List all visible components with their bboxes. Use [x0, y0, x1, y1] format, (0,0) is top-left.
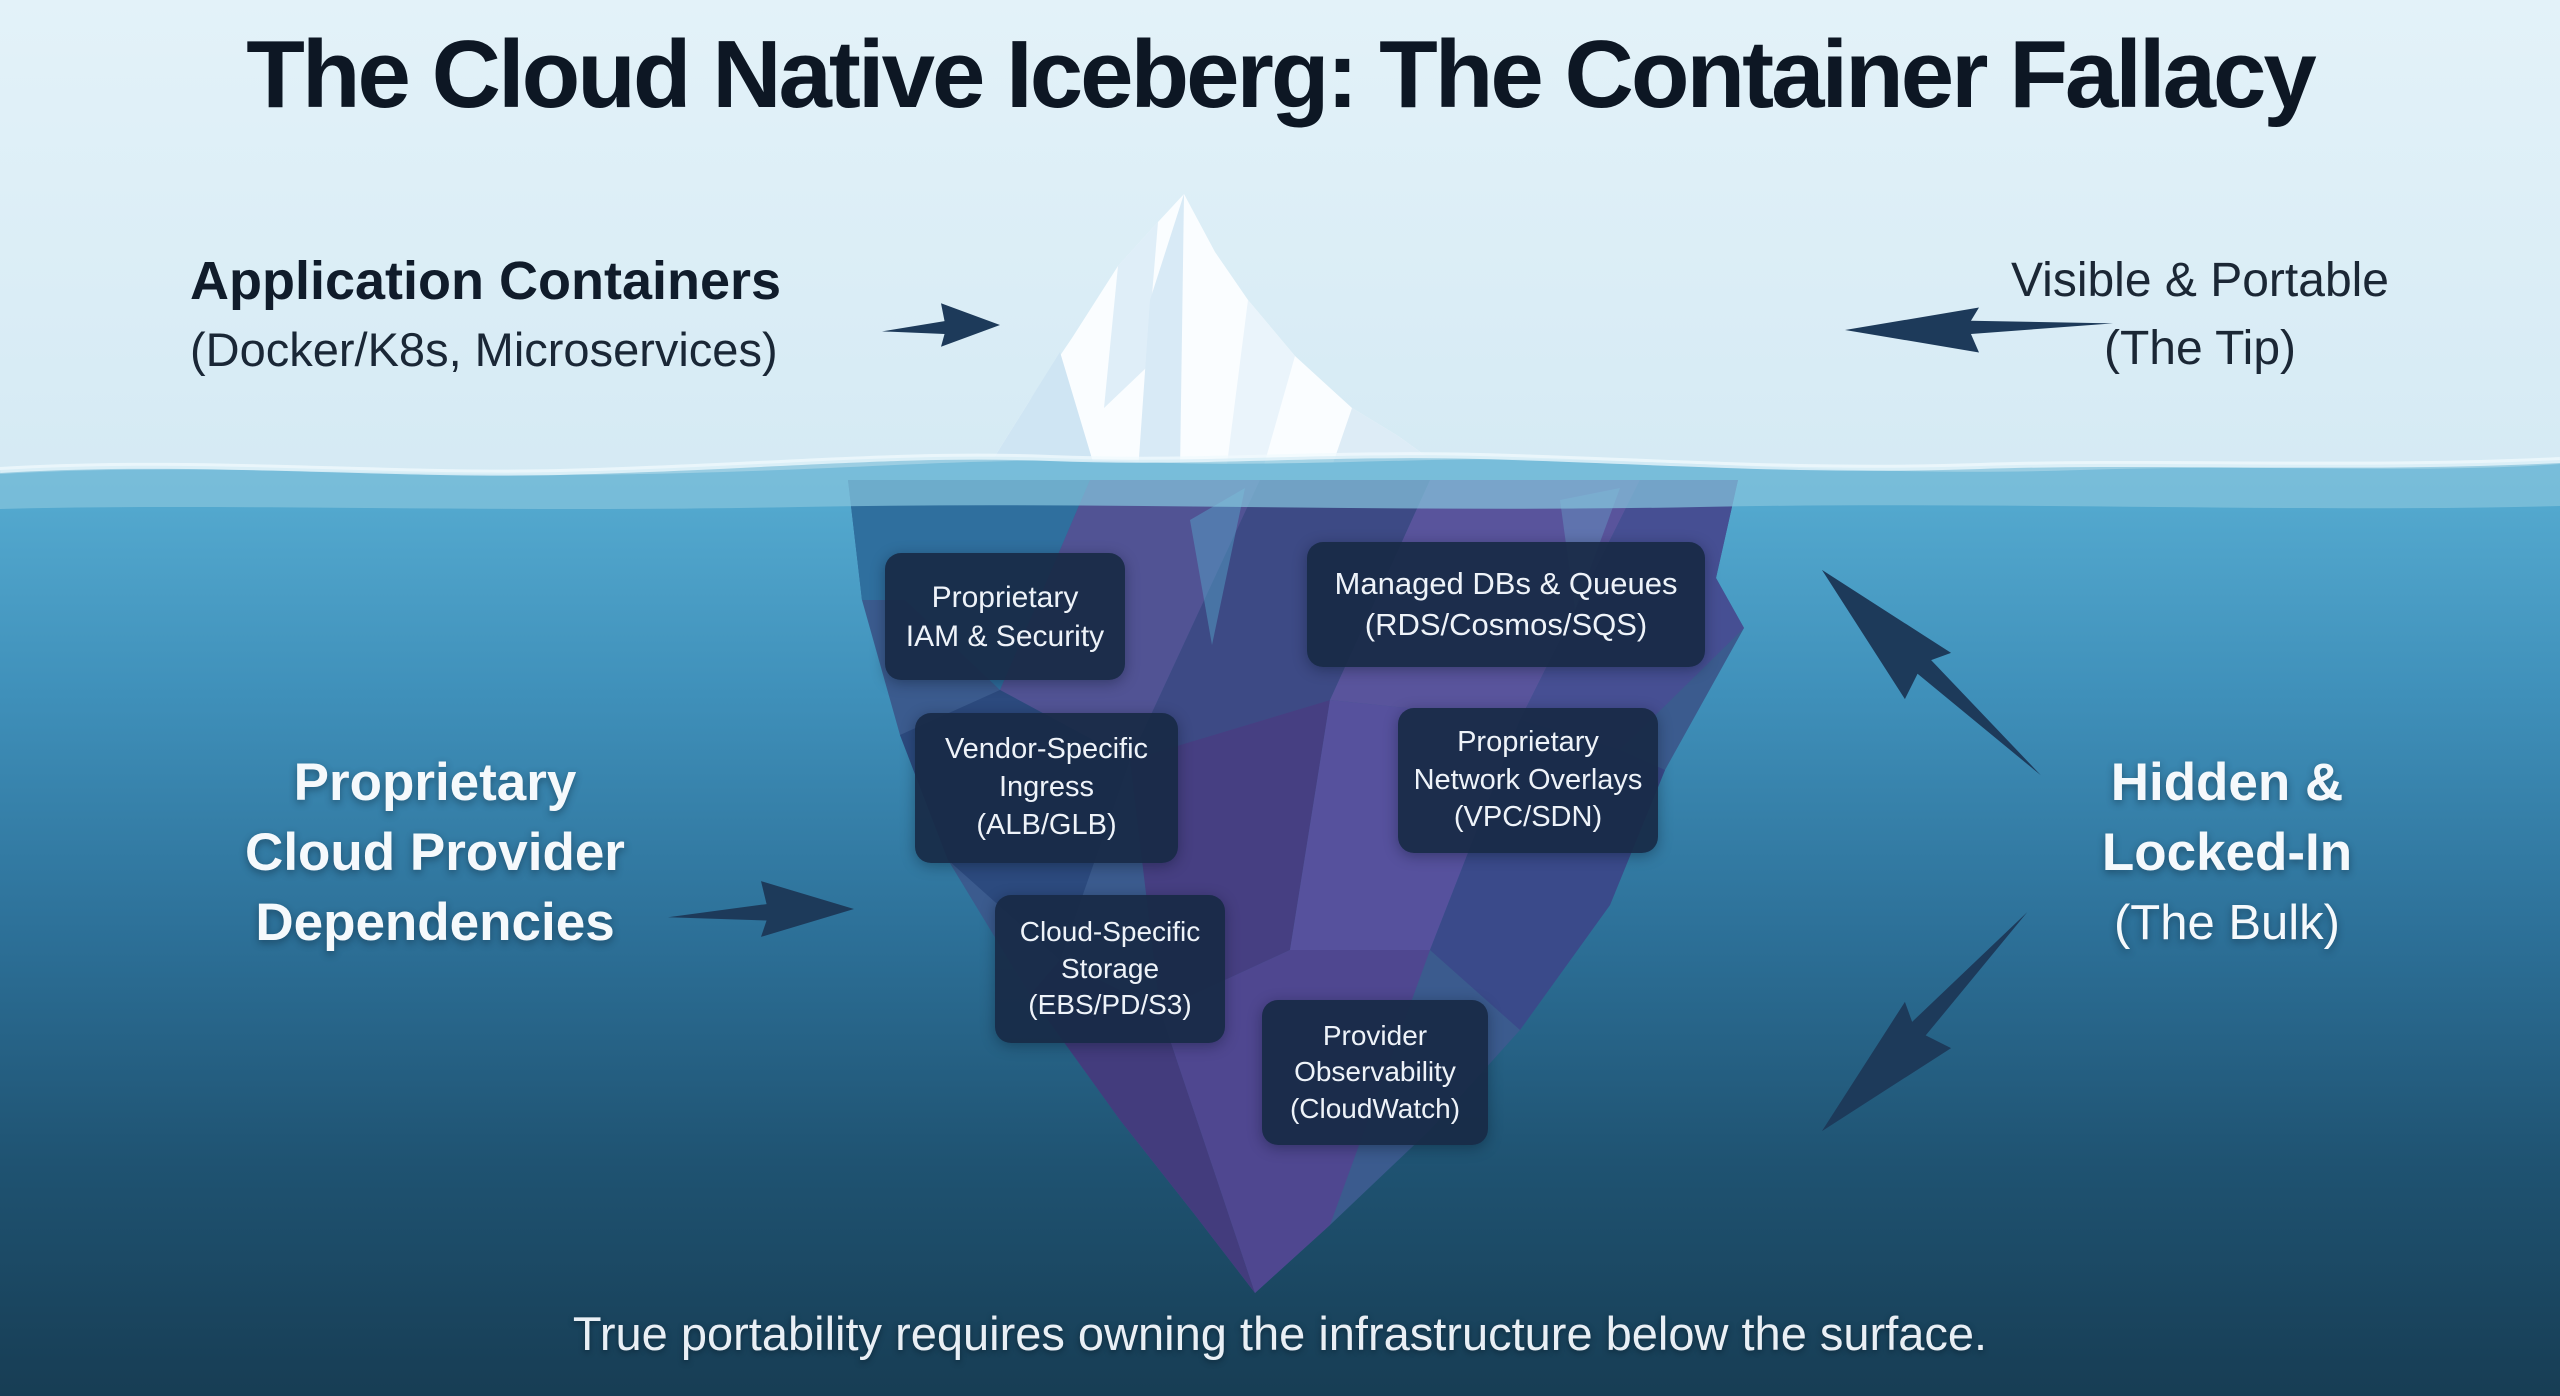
box-proprietary-iam-security: Proprietary IAM & Security [885, 553, 1125, 680]
box-proprietary-network-overlays: Proprietary Network Overlays (VPC/SDN) [1398, 708, 1658, 853]
box-vendor-specific-ingress: Vendor-Specific Ingress (ALB/GLB) [915, 713, 1178, 863]
application-containers-subtext: (Docker/K8s, Microservices) [190, 323, 778, 377]
arrow-down-left-icon [1788, 885, 2068, 1165]
visible-portable-subtext: (The Tip) [2103, 321, 2297, 375]
arrow-right-icon [882, 293, 1000, 357]
arrow-up-left-icon [1788, 536, 2068, 816]
proprietary-dependencies-label: Proprietary Cloud Provider Dependencies [245, 753, 625, 952]
arrow-left-icon [1845, 297, 2113, 363]
box-provider-observability: Provider Observability (CloudWatch) [1262, 1000, 1488, 1145]
hidden-locked-in-subtext: (The Bulk) [2113, 895, 2340, 950]
waterline-foam [0, 452, 2560, 476]
bottom-caption: True portability requires owning the inf… [572, 1307, 1988, 1360]
hidden-locked-in-heading: Hidden & Locked-In [2101, 753, 2353, 882]
application-containers-label: Application Containers (Docker/K8s, Micr… [190, 250, 910, 378]
box-managed-dbs-queues: Managed DBs & Queues (RDS/Cosmos/SQS) [1307, 542, 1705, 667]
visible-portable-heading: Visible & Portable [2011, 254, 2389, 307]
visible-portable-label: Visible & Portable (The Tip) [1960, 252, 2440, 377]
arrow-right-icon [668, 868, 854, 950]
application-containers-heading: Application Containers [190, 251, 782, 311]
hidden-locked-in-label: Hidden & Locked-In (The Bulk) [2052, 748, 2402, 956]
box-cloud-specific-storage: Cloud-Specific Storage (EBS/PD/S3) [995, 895, 1225, 1043]
page-title: The Cloud Native Iceberg: The Container … [246, 21, 2316, 128]
